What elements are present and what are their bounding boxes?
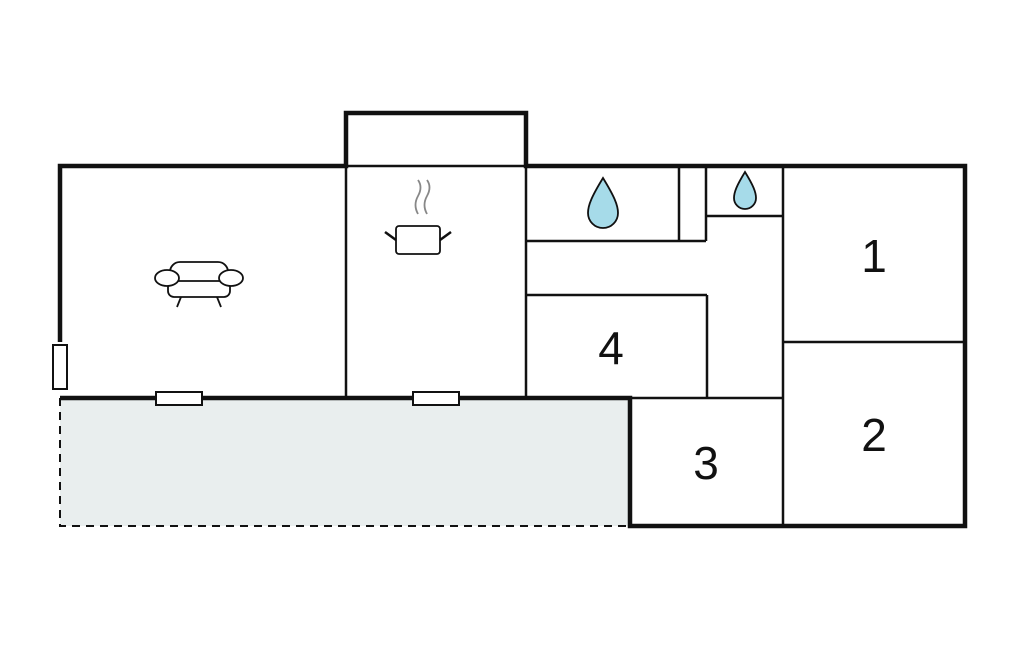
sofa-icon [154,261,244,308]
water-drop-icon [587,176,619,229]
interior-walls [344,164,965,526]
room-label-1: 1 [861,230,887,282]
cooking-pot-icon [384,179,452,255]
room-label-3: 3 [693,437,719,489]
room-label-2: 2 [861,409,887,461]
room-label-4: 4 [598,322,624,374]
windows [52,344,460,406]
terrace [59,398,630,527]
window-south-kitchen [412,391,460,406]
window-west [52,344,68,390]
exterior-walls [57,110,968,529]
window-south-living [155,391,203,406]
water-drop-icon [733,170,757,210]
